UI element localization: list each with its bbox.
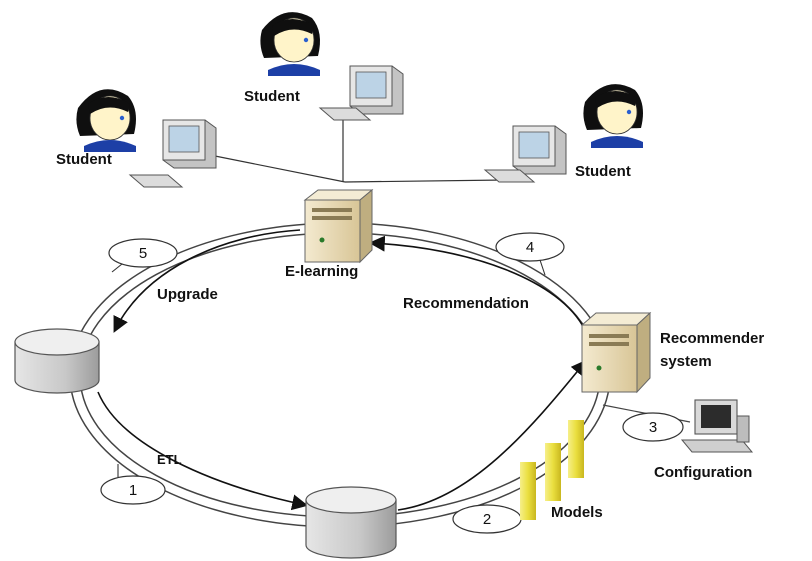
models-label: Models bbox=[551, 504, 603, 521]
step-2-number: 2 bbox=[483, 511, 491, 528]
model-bar-3 bbox=[568, 420, 584, 478]
step-3-number: 3 bbox=[649, 419, 657, 436]
step-4-marker: 4 bbox=[495, 232, 565, 276]
elearning-label: E-learning bbox=[285, 263, 358, 280]
etl-arrow bbox=[97, 391, 309, 511]
step-5-marker: 5 bbox=[108, 238, 178, 273]
models-arrow bbox=[397, 359, 588, 511]
etl-label: ETL bbox=[157, 452, 182, 467]
model-bar-2 bbox=[545, 443, 561, 501]
recommender-label-line1: Recommender bbox=[660, 330, 764, 347]
computer-icon-left bbox=[128, 119, 217, 188]
step-1-marker: 1 bbox=[100, 464, 166, 505]
network-line-left bbox=[209, 154, 346, 183]
student-label-left: Student bbox=[56, 151, 112, 168]
network-line-right bbox=[344, 179, 506, 183]
step-2-marker: 2 bbox=[452, 504, 522, 534]
step-1-number: 1 bbox=[129, 482, 137, 499]
recommendation-label: Recommendation bbox=[403, 295, 529, 312]
step-markers: 5 4 3 1 2 bbox=[100, 232, 684, 534]
configuration-computer-icon bbox=[680, 399, 754, 453]
recommender-server-icon bbox=[580, 311, 652, 394]
step-5-number: 5 bbox=[139, 245, 147, 262]
step-4-number: 4 bbox=[526, 239, 534, 256]
step-3-marker: 3 bbox=[622, 412, 684, 442]
network-lines bbox=[209, 115, 506, 183]
models-bars bbox=[520, 420, 584, 520]
configuration-label: Configuration bbox=[654, 464, 752, 481]
elearning-server-icon bbox=[303, 188, 374, 264]
student-label-right: Student bbox=[575, 163, 631, 180]
computer-icon-top bbox=[318, 65, 404, 121]
upgrade-label: Upgrade bbox=[157, 286, 218, 303]
student-label-top: Student bbox=[244, 88, 300, 105]
computer-icon-right bbox=[483, 125, 567, 183]
flow-arrows bbox=[97, 229, 588, 511]
database-bottom bbox=[305, 486, 397, 559]
upgrade-arrow bbox=[113, 229, 301, 333]
student-avatar-top bbox=[260, 12, 320, 76]
database-left bbox=[14, 328, 100, 394]
student-avatar-left bbox=[76, 89, 136, 152]
recommendation-arrow bbox=[368, 235, 586, 331]
student-avatar-right bbox=[583, 84, 643, 148]
model-bar-1 bbox=[520, 462, 536, 520]
recommender-label-line2: system bbox=[660, 353, 712, 370]
